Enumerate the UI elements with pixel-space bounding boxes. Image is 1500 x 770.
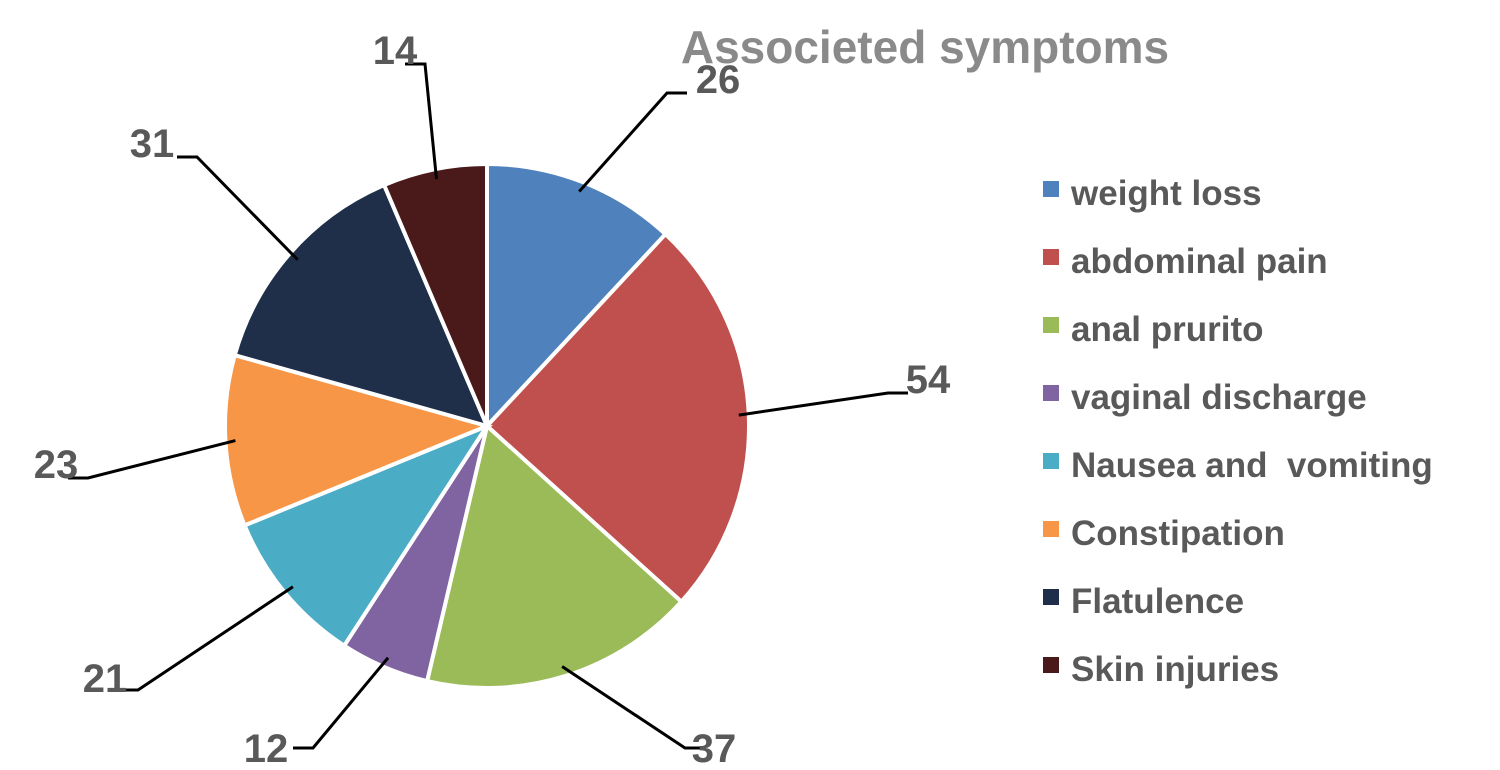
leader-line-nausea-vomiting <box>118 585 294 692</box>
legend-label-flatulence: Flatulence <box>1071 582 1244 621</box>
leader-line-anal-prurito <box>561 665 705 750</box>
legend-label-abdominal-pain: abdominal pain <box>1071 242 1328 281</box>
legend-swatch-flatulence <box>1043 589 1059 605</box>
leader-line-skin-injuries <box>405 62 438 180</box>
chart-title: Associeted symptoms <box>681 21 1169 73</box>
data-label-abdominal-pain: 54 <box>906 358 951 402</box>
data-labels: 26 54 37 12 21 23 31 14 <box>34 29 951 770</box>
data-label-flatulence: 31 <box>130 122 175 166</box>
legend-label-vaginal-discharge: vaginal discharge <box>1071 378 1367 417</box>
legend-swatch-abdominal-pain <box>1043 249 1059 265</box>
data-label-constipation: 23 <box>34 443 79 487</box>
legend-label-weight-loss: weight loss <box>1070 174 1262 213</box>
legend-label-skin-injuries: Skin injuries <box>1071 650 1279 689</box>
legend-label-nausea-vomiting: Nausea and vomiting <box>1071 446 1433 485</box>
pie-slices <box>223 161 751 690</box>
data-label-skin-injuries: 14 <box>373 29 418 73</box>
legend-swatch-vaginal-discharge <box>1043 385 1059 401</box>
legend-label-constipation: Constipation <box>1071 514 1285 553</box>
legend-swatch-nausea-vomiting <box>1043 453 1059 469</box>
legend: weight loss abdominal pain anal prurito vag… <box>1043 174 1433 689</box>
data-label-weight-loss: 26 <box>696 58 741 102</box>
legend-swatch-anal-prurito <box>1043 317 1059 333</box>
legend-swatch-constipation <box>1043 521 1059 537</box>
leader-line-abdominal-pain <box>738 391 908 417</box>
leader-line-weight-loss <box>578 91 687 193</box>
data-label-vaginal-discharge: 12 <box>244 727 289 770</box>
leader-line-vaginal-discharge <box>293 656 390 750</box>
pie-slice-anal-prurito <box>424 422 685 690</box>
legend-swatch-skin-injuries <box>1043 657 1059 673</box>
data-label-nausea-vomiting: 21 <box>83 657 128 701</box>
leader-lines <box>68 62 908 750</box>
leader-line-constipation <box>68 439 236 480</box>
pie-slice-weight-loss <box>485 161 669 432</box>
leader-line-flatulence <box>177 155 299 261</box>
legend-label-anal-prurito: anal prurito <box>1071 310 1264 349</box>
data-label-anal-prurito: 37 <box>692 727 737 770</box>
pie-slice-constipation <box>223 352 494 528</box>
legend-swatch-weight-loss <box>1043 181 1059 197</box>
